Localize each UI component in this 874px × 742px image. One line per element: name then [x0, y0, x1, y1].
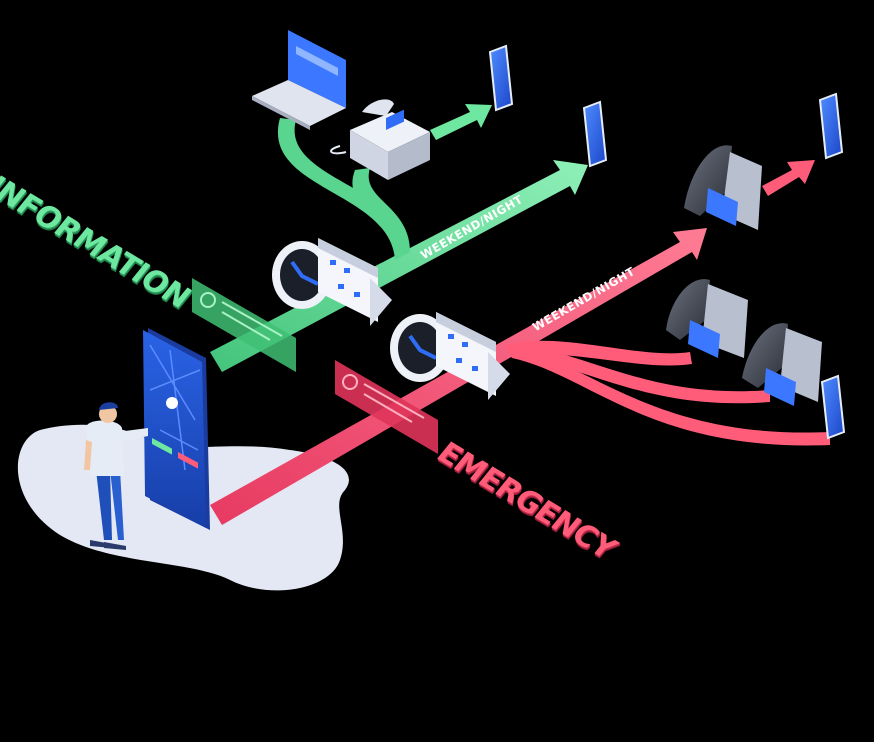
intercom-icon	[666, 279, 748, 358]
clock-icon	[390, 314, 450, 382]
information-branch-laptop	[277, 118, 410, 260]
emergency-panel	[335, 360, 438, 454]
calendar-icon	[436, 312, 510, 400]
person-icon	[84, 402, 148, 550]
intercom-icon	[742, 323, 822, 406]
information-main-arrow	[210, 160, 588, 372]
smartphone-icon	[582, 100, 608, 168]
smartphone-icon	[488, 44, 514, 112]
emergency-arrow-to-phone	[762, 160, 815, 196]
kiosk	[143, 328, 210, 530]
intercom-icon	[684, 145, 762, 230]
smartphone-icon	[818, 92, 844, 160]
information-arrow-to-phone	[430, 104, 492, 140]
information-route	[210, 104, 588, 372]
emergency-branch-3	[505, 345, 830, 446]
desk-phone-icon	[330, 99, 430, 180]
kiosk-map-icon	[149, 344, 201, 471]
emergency-branch-2	[505, 345, 770, 404]
information-panel	[192, 278, 296, 372]
map-pin-icon	[166, 397, 178, 409]
smartphone-icon	[820, 374, 846, 440]
emergency-branch-1	[505, 340, 692, 366]
laptop-icon	[252, 30, 346, 130]
clock-icon	[272, 241, 332, 309]
calendar-icon	[318, 238, 392, 326]
